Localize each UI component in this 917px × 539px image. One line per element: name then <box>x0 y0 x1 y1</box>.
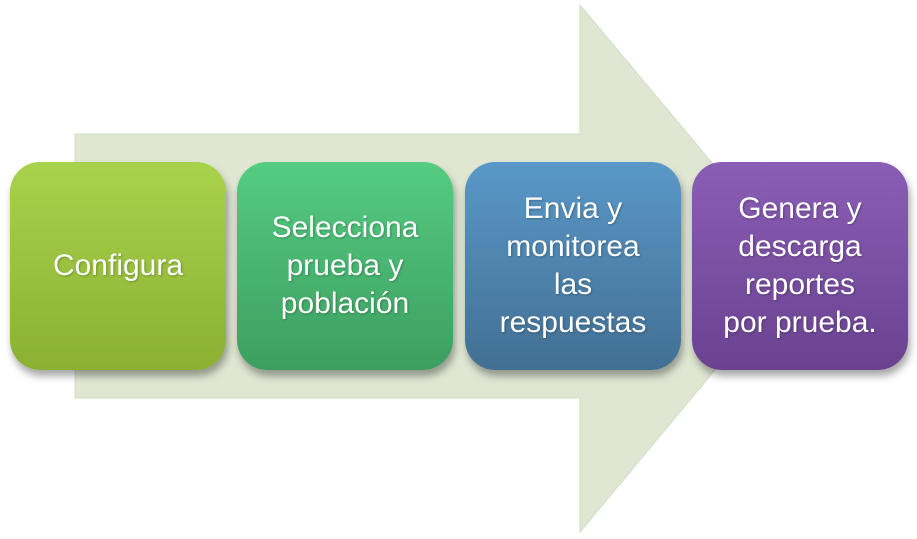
step-genera: Genera y descarga reportes por prueba. <box>692 162 908 370</box>
step-configura: Configura <box>10 162 226 370</box>
step-label: Genera y descarga reportes por prueba. <box>723 192 877 339</box>
step-label: Configura <box>52 249 184 282</box>
step-envia: Envia y monitorea las respuestas <box>465 162 681 370</box>
step-label: Selecciona prueba y población <box>271 211 419 320</box>
step-label: Envia y monitorea las respuestas <box>499 192 647 339</box>
step-selecciona: Selecciona prueba y población <box>237 162 453 370</box>
